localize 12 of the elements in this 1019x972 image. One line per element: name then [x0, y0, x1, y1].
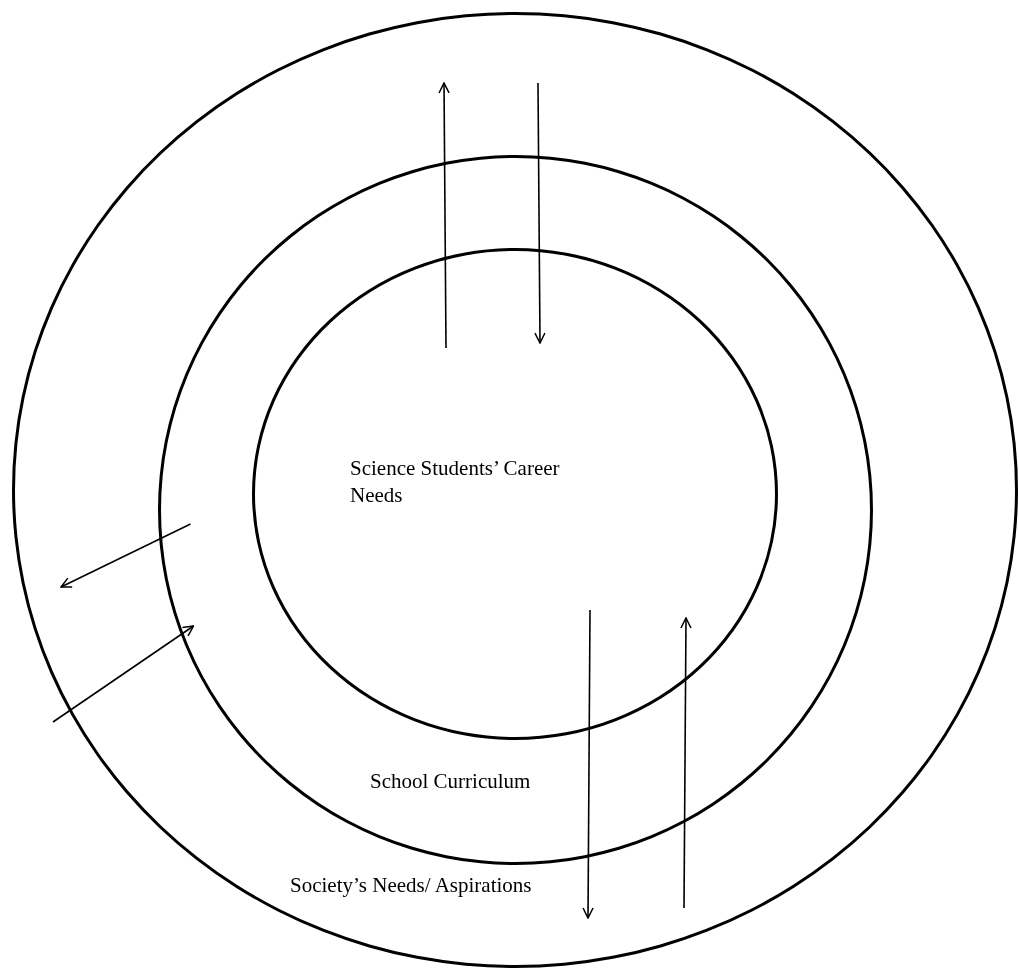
ring-label: Science Students’ Career Needs [350, 455, 561, 509]
arrow [680, 617, 692, 909]
ellipse-ring [252, 248, 778, 740]
arrow [60, 523, 192, 588]
ring-label: School Curriculum [370, 768, 532, 795]
ellipse-ring [12, 12, 1018, 968]
arrow [534, 82, 546, 344]
ring-label: Society’s Needs/ Aspirations [290, 872, 533, 899]
arrow [582, 609, 594, 919]
arrow [438, 82, 450, 349]
ellipse-ring [158, 155, 873, 865]
arrow [52, 625, 195, 723]
